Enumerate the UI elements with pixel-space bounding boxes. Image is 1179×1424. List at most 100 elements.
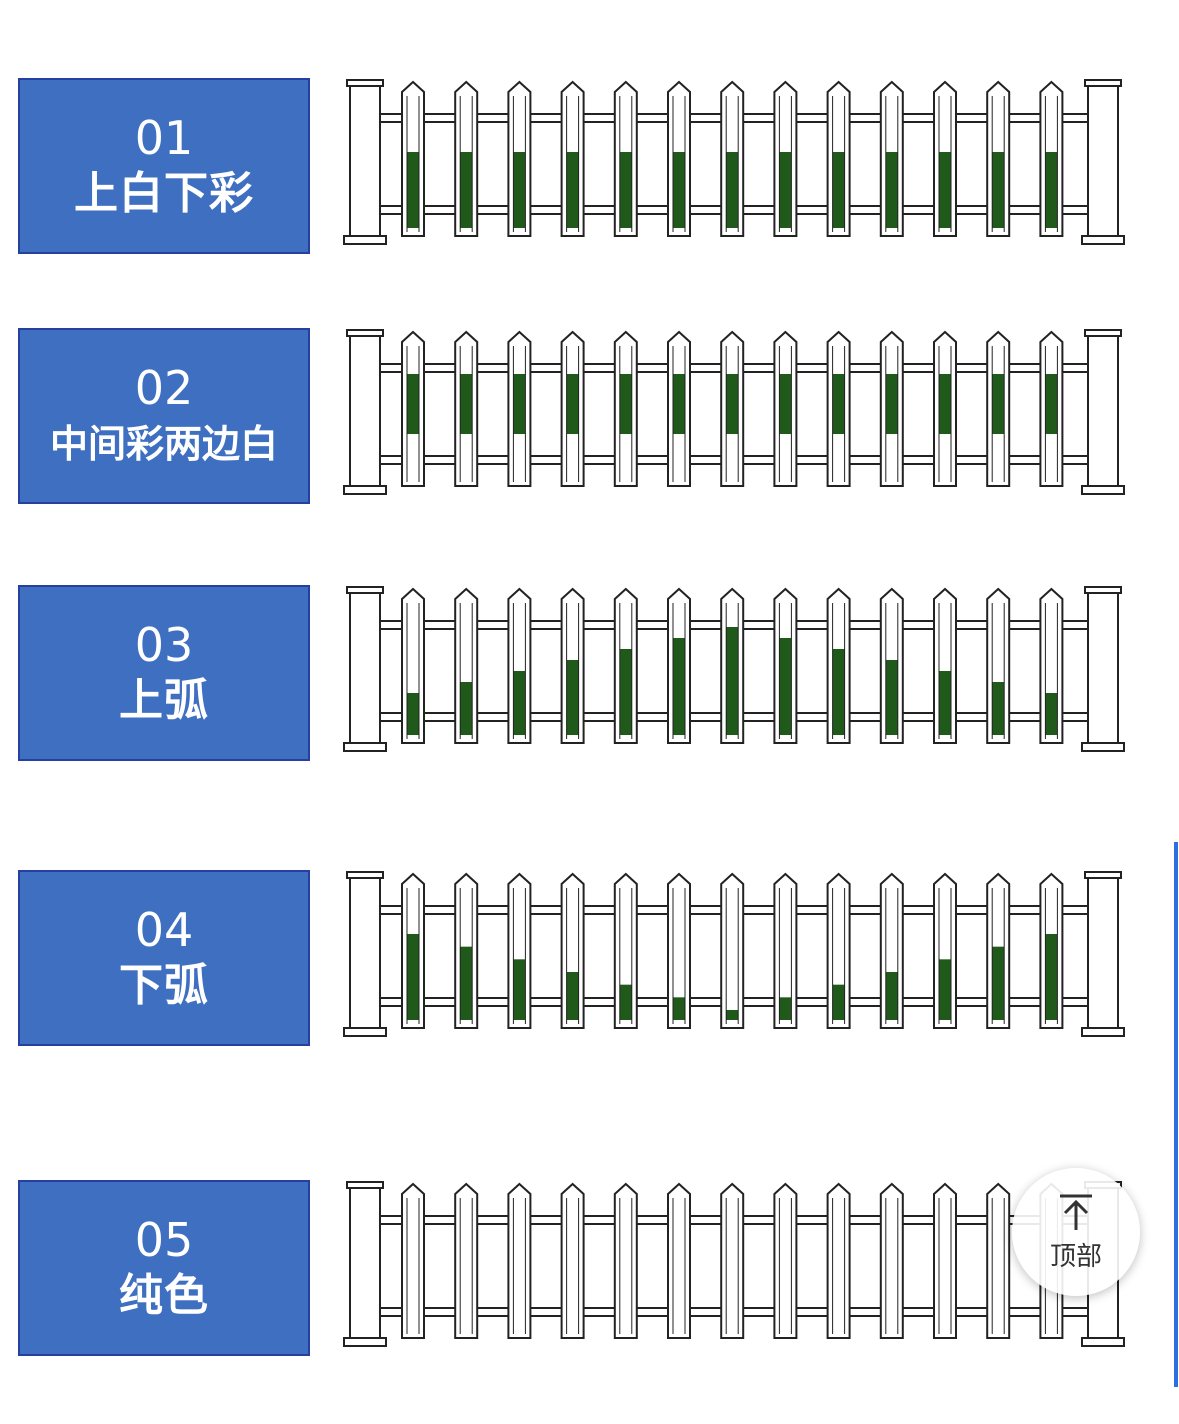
fence-picket	[826, 872, 851, 1029]
fence-picket	[720, 80, 745, 237]
fence-picket	[826, 1182, 851, 1339]
fence-picket	[560, 80, 585, 237]
fence-picket	[667, 587, 691, 744]
picket-color-fill	[726, 152, 739, 228]
fence-picket	[879, 1182, 904, 1339]
picket-body	[454, 1182, 479, 1339]
fence-picket	[667, 872, 691, 1029]
style-name: 中间彩两边白	[49, 422, 278, 466]
fence-picket	[1039, 330, 1064, 487]
fence-picket	[401, 587, 425, 744]
fence-picket	[720, 872, 745, 1029]
left-post	[349, 331, 381, 489]
fence-picket	[933, 1182, 957, 1339]
picket-color-fill	[939, 152, 951, 228]
fence-picket	[667, 1182, 691, 1339]
picket-color-fill	[726, 374, 739, 434]
left-post-cap	[346, 871, 384, 879]
fence-picket	[454, 80, 479, 237]
picket-color-fill	[513, 374, 526, 434]
left-post-base	[343, 235, 387, 245]
left-post	[349, 81, 381, 239]
picket-color-fill	[939, 374, 951, 434]
back-to-top-button[interactable]: 顶部	[1012, 1168, 1140, 1296]
picket-color-fill	[832, 649, 845, 735]
picket-color-fill	[779, 638, 792, 735]
fence-picket	[1039, 872, 1064, 1029]
fence-picket	[986, 1182, 1011, 1339]
fence-illustration	[343, 586, 1125, 752]
fence-picket	[720, 587, 745, 744]
style-name: 上弧	[119, 675, 209, 726]
fence-picket	[933, 330, 957, 487]
picket-color-fill	[832, 152, 845, 228]
fence-picket	[986, 330, 1011, 487]
picket-color-fill	[779, 152, 792, 228]
fence-picket	[773, 587, 798, 744]
fence-picket	[507, 587, 532, 744]
fence-picket	[454, 872, 479, 1029]
picket-color-fill	[726, 627, 739, 735]
left-post-base	[343, 1027, 387, 1037]
fence-picket	[560, 1182, 585, 1339]
picket-body	[879, 1182, 904, 1339]
style-label-card: 01 上白下彩	[18, 78, 310, 254]
fence-picket	[986, 872, 1011, 1029]
picket-body	[667, 1182, 691, 1339]
fence-picket	[401, 330, 425, 487]
fence-picket	[507, 80, 532, 237]
picket-color-fill	[1045, 693, 1058, 735]
right-post-base	[1081, 235, 1125, 245]
picket-color-fill	[939, 959, 951, 1020]
picket-color-fill	[673, 374, 685, 434]
fence-picket	[454, 1182, 479, 1339]
picket-color-fill	[407, 374, 419, 434]
picket-color-fill	[407, 934, 419, 1020]
picket-color-fill	[726, 1010, 739, 1020]
right-post-base	[1081, 485, 1125, 495]
picket-color-fill	[513, 152, 526, 228]
picket-color-fill	[566, 374, 579, 434]
picket-color-fill	[885, 972, 898, 1020]
picket-color-fill	[619, 152, 632, 228]
picket-color-fill	[832, 984, 845, 1020]
fence-picket	[667, 330, 691, 487]
picket-color-fill	[673, 638, 685, 735]
picket-color-fill	[460, 946, 473, 1020]
picket-body	[560, 1182, 585, 1339]
fence-picket	[933, 587, 957, 744]
picket-color-fill	[513, 959, 526, 1020]
picket-color-fill	[992, 946, 1005, 1020]
left-post-base	[343, 485, 387, 495]
picket-color-fill	[1045, 374, 1058, 434]
fence-picket	[613, 1182, 638, 1339]
right-post-base	[1081, 742, 1125, 752]
style-label-card: 03 上弧	[18, 585, 310, 761]
style-name: 下弧	[119, 960, 209, 1011]
fence-picket	[879, 587, 904, 744]
fence-picket	[773, 1182, 798, 1339]
fence-picket	[1039, 80, 1064, 237]
right-post	[1087, 81, 1119, 239]
fence-picket	[879, 80, 904, 237]
picket-color-fill	[619, 374, 632, 434]
picket-color-fill	[779, 374, 792, 434]
fence-picket	[667, 80, 691, 237]
style-label-card: 02 中间彩两边白	[18, 328, 310, 504]
fence-picket	[720, 330, 745, 487]
picket-color-fill	[566, 660, 579, 735]
fence-picket	[879, 330, 904, 487]
picket-color-fill	[619, 649, 632, 735]
style-number: 03	[134, 618, 194, 672]
fence-picket	[560, 330, 585, 487]
picket-color-fill	[619, 984, 632, 1020]
fence-picket	[773, 872, 798, 1029]
fence-picket	[507, 872, 532, 1029]
picket-body	[720, 872, 745, 1029]
fence-illustration	[343, 79, 1125, 245]
picket-body	[826, 1182, 851, 1339]
left-post-cap	[346, 1181, 384, 1189]
fence-style-row-05: 05 纯色	[0, 1180, 1179, 1360]
left-post-base	[343, 742, 387, 752]
picket-body	[773, 1182, 798, 1339]
